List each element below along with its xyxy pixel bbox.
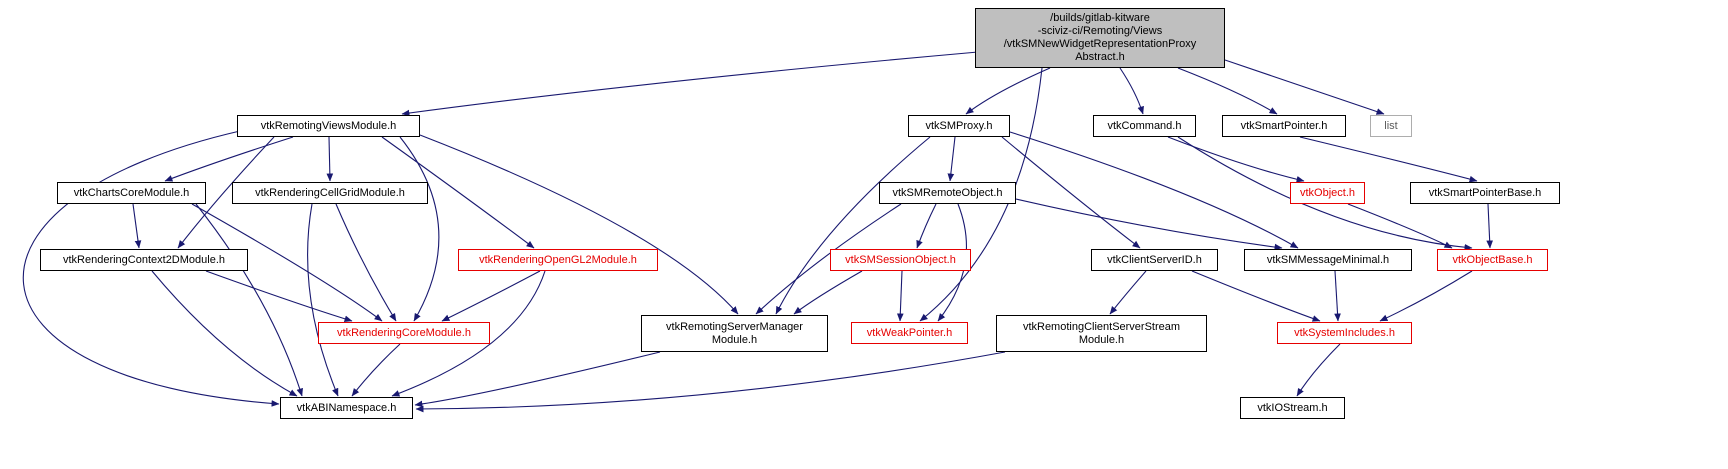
node-label: vtkClientServerID.h — [1107, 253, 1202, 266]
edge-sm-remote-object-to-remoting-server-manager-module — [755, 203, 902, 315]
node-smart-pointer-base[interactable]: vtkSmartPointerBase.h — [1410, 182, 1560, 204]
node-client-server-id[interactable]: vtkClientServerID.h — [1091, 249, 1218, 271]
node-object[interactable]: vtkObject.h — [1290, 182, 1365, 204]
edge-sm-proxy-to-remoting-server-manager-module — [775, 136, 931, 315]
edge-sm-proxy-to-sm-message-minimal — [1009, 131, 1299, 249]
edge-client-server-id-to-remoting-client-server-stream-module — [1109, 270, 1147, 315]
node-label: vtkChartsCoreModule.h — [73, 186, 190, 199]
node-label: vtkRemotingViewsModule.h — [260, 119, 397, 132]
edge-rendering-opengl2-module-to-abi-namespace — [391, 270, 546, 397]
edge-sm-remote-object-to-sm-session-object — [916, 203, 937, 249]
edge-object-base-to-system-includes — [1379, 270, 1473, 322]
node-remoting-views-module[interactable]: vtkRemotingViewsModule.h — [237, 115, 420, 137]
node-charts-core-module[interactable]: vtkChartsCoreModule.h — [57, 182, 206, 204]
node-label: vtkSMRemoteObject.h — [892, 186, 1003, 199]
node-remoting-client-server-stream-module[interactable]: vtkRemotingClientServerStream Module.h — [996, 315, 1207, 352]
edge-remoting-views-module-to-charts-core-module — [164, 136, 294, 182]
edge-client-server-id-to-system-includes — [1191, 270, 1321, 322]
edge-system-includes-to-iostream — [1296, 343, 1341, 397]
node-smart-pointer[interactable]: vtkSmartPointer.h — [1222, 115, 1346, 137]
edge-sm-session-object-to-remoting-server-manager-module — [793, 270, 863, 315]
edge-rendering-cellgrid-module-to-rendering-core-module — [335, 203, 397, 322]
edge-charts-core-module-to-abi-namespace — [195, 203, 303, 397]
node-rendering-core-module[interactable]: vtkRenderingCoreModule.h — [318, 322, 490, 344]
node-weak-pointer[interactable]: vtkWeakPointer.h — [851, 322, 968, 344]
edge-sm-proxy-to-client-server-id — [1001, 136, 1141, 249]
node-label: vtkRemotingClientServerStream Module.h — [1022, 320, 1181, 346]
edge-remoting-views-module-to-rendering-core-module — [399, 136, 440, 322]
edge-remoting-server-manager-module-to-abi-namespace — [414, 351, 661, 408]
edge-sm-message-minimal-to-system-includes — [1334, 270, 1341, 322]
node-label: vtkSMMessageMinimal.h — [1266, 253, 1390, 266]
node-label: vtkWeakPointer.h — [866, 326, 953, 339]
edge-sm-session-object-to-weak-pointer — [896, 270, 904, 322]
node-label: vtkSMProxy.h — [925, 119, 993, 132]
node-remoting-server-manager-module[interactable]: vtkRemotingServerManager Module.h — [641, 315, 828, 352]
edge-command-to-object-base — [1177, 136, 1473, 251]
node-command[interactable]: vtkCommand.h — [1093, 115, 1196, 137]
node-label: vtkSmartPointer.h — [1240, 119, 1328, 132]
edge-sm-proxy-to-sm-remote-object — [947, 136, 956, 182]
edge-main-to-command — [1119, 67, 1144, 115]
node-sm-message-minimal[interactable]: vtkSMMessageMinimal.h — [1244, 249, 1412, 271]
node-main: /builds/gitlab-kitware -sciviz-ci/Remoti… — [975, 8, 1225, 68]
node-label: vtkObjectBase.h — [1452, 253, 1533, 266]
node-label: /builds/gitlab-kitware -sciviz-ci/Remoti… — [1003, 12, 1197, 63]
node-label: vtkSmartPointerBase.h — [1428, 186, 1542, 199]
node-rendering-context2d-module[interactable]: vtkRenderingContext2DModule.h — [40, 249, 248, 271]
edge-remoting-views-module-to-rendering-cellgrid-module — [326, 136, 334, 182]
node-label: vtkSystemIncludes.h — [1294, 326, 1395, 339]
node-system-includes[interactable]: vtkSystemIncludes.h — [1277, 322, 1412, 344]
edge-main-to-sm-proxy — [965, 67, 1051, 115]
node-iostream[interactable]: vtkIOStream.h — [1240, 397, 1345, 419]
edge-sm-remote-object-to-sm-message-minimal — [1015, 198, 1283, 251]
node-label: vtkSMSessionObject.h — [845, 253, 956, 266]
node-label: vtkIOStream.h — [1257, 401, 1328, 414]
edge-object-to-object-base — [1347, 203, 1453, 249]
edge-main-to-list — [1224, 59, 1385, 115]
edge-smart-pointer-base-to-object-base — [1486, 203, 1494, 249]
edge-rendering-core-module-to-abi-namespace — [351, 343, 401, 397]
node-sm-proxy[interactable]: vtkSMProxy.h — [908, 115, 1010, 137]
edge-main-to-weak-pointer — [919, 67, 1043, 322]
node-rendering-cellgrid-module[interactable]: vtkRenderingCellGridModule.h — [232, 182, 428, 204]
edge-charts-core-module-to-rendering-context2d-module — [132, 203, 142, 249]
node-label: vtkObject.h — [1299, 186, 1356, 199]
edge-rendering-context2d-module-to-rendering-core-module — [205, 270, 353, 322]
edge-remoting-client-server-stream-module-to-abi-namespace — [415, 351, 1006, 413]
edge-rendering-context2d-module-to-abi-namespace — [151, 270, 298, 397]
node-object-base[interactable]: vtkObjectBase.h — [1437, 249, 1548, 271]
edge-main-to-remoting-views-module — [401, 51, 979, 117]
node-label: vtkCommand.h — [1107, 119, 1182, 132]
node-label: vtkRemotingServerManager Module.h — [666, 320, 803, 346]
node-list: list — [1370, 115, 1412, 137]
node-label: vtkRenderingOpenGL2Module.h — [479, 253, 637, 266]
edge-rendering-opengl2-module-to-rendering-core-module — [441, 270, 541, 322]
node-abi-namespace[interactable]: vtkABINamespace.h — [280, 397, 413, 419]
node-label: vtkRenderingContext2DModule.h — [62, 253, 226, 266]
node-label: vtkABINamespace.h — [296, 401, 397, 414]
edge-rendering-cellgrid-module-to-abi-namespace — [307, 203, 339, 397]
edge-remoting-views-module-to-rendering-context2d-module — [177, 136, 275, 249]
edge-remoting-views-module-to-rendering-opengl2-module — [381, 136, 535, 249]
node-rendering-opengl2-module[interactable]: vtkRenderingOpenGL2Module.h — [458, 249, 658, 271]
node-label: vtkRenderingCoreModule.h — [337, 326, 471, 339]
edge-main-to-smart-pointer — [1177, 67, 1278, 115]
node-sm-session-object[interactable]: vtkSMSessionObject.h — [830, 249, 971, 271]
node-sm-remote-object[interactable]: vtkSMRemoteObject.h — [879, 182, 1016, 204]
node-label: list — [1384, 119, 1398, 132]
edge-smart-pointer-to-smart-pointer-base — [1299, 136, 1478, 183]
edge-remoting-views-module-to-abi-namespace — [22, 130, 280, 407]
edge-command-to-object — [1167, 136, 1305, 183]
node-label: vtkRenderingCellGridModule.h — [255, 186, 405, 199]
edge-remoting-views-module-to-remoting-server-manager-module — [419, 134, 739, 315]
